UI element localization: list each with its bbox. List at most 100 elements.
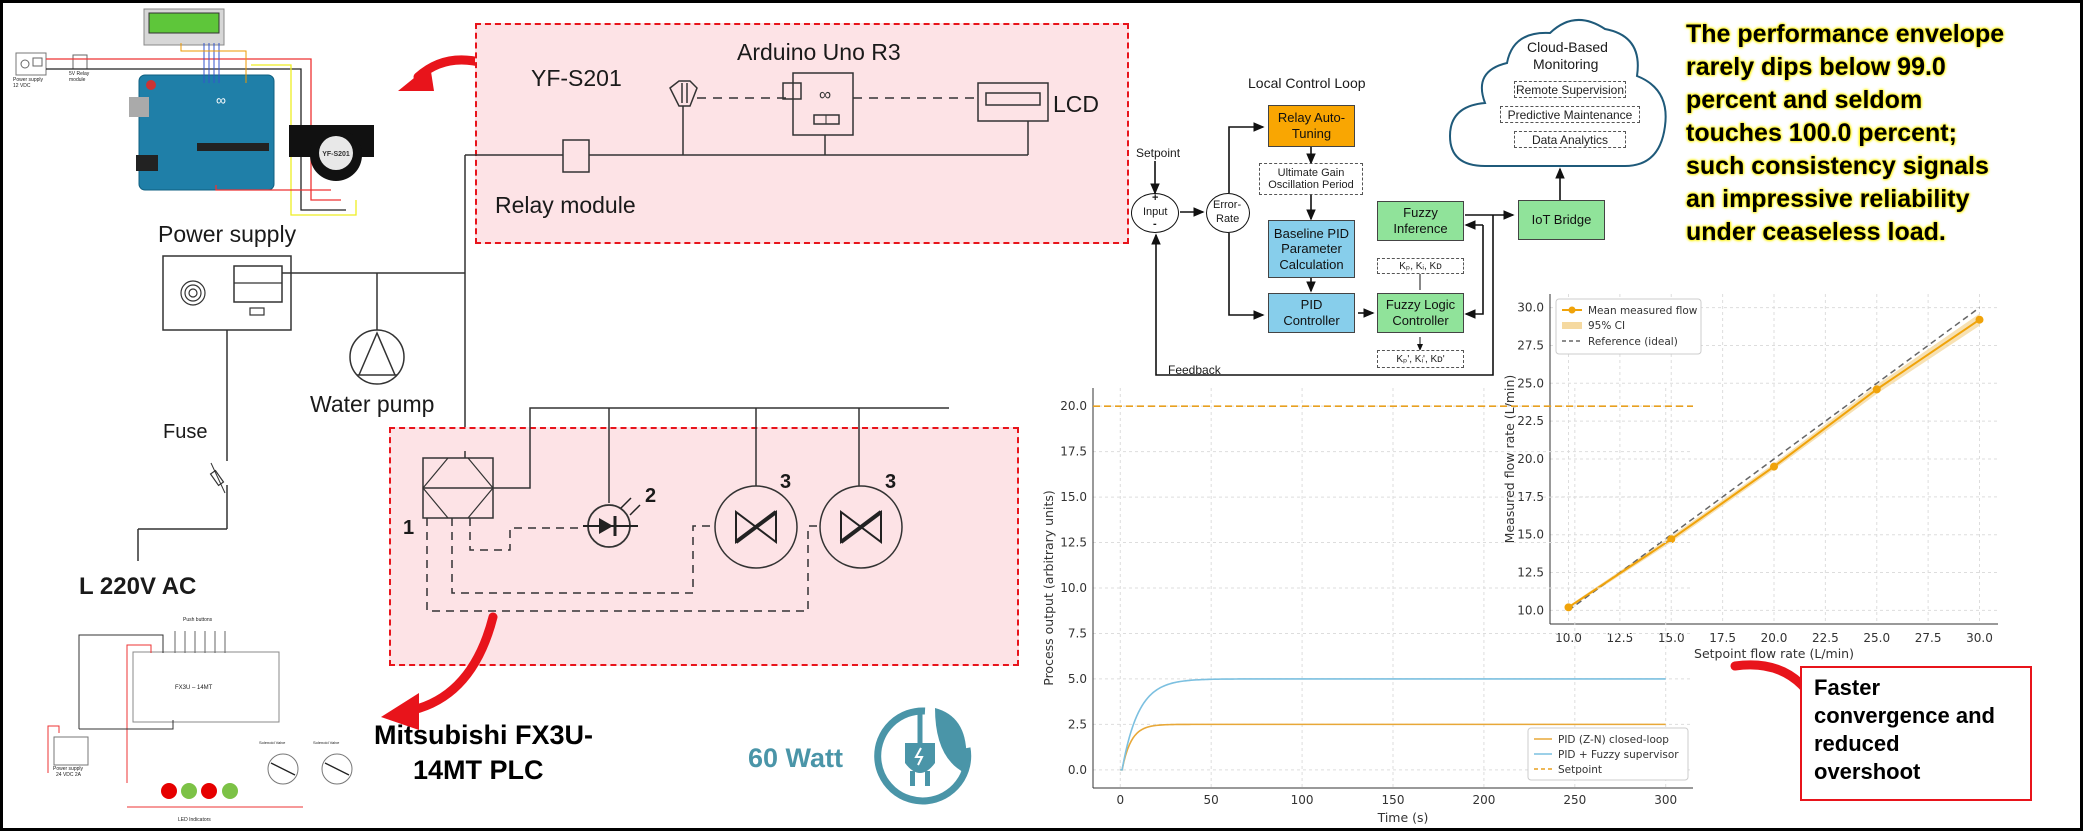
arduino-wiring-illustration: ∞ YF-S201 [15,8,374,216]
led-red-1 [161,783,177,799]
plc-wiring-illustration [47,631,353,808]
fuzzy-inference-line2: Inference [1393,221,1448,236]
legend-mean-marker [1568,306,1576,314]
convergence-line: convergence and [1814,703,1995,728]
solenoid-valve-label-2: Solenoid Valve [313,740,340,745]
plc-caption-line1: Mitsubishi FX3U- [374,720,594,750]
reliability-line: percent and seldom [1686,86,1923,114]
reference-line [1568,307,1980,611]
fuzzy-inference-line1: Fuzzy [1403,205,1438,221]
arduino-uno-symbol [792,72,854,136]
x-tick-label: 30.0 [1966,631,1993,645]
plc-schematic [422,407,949,612]
relay-tuning-line2: Tuning [1291,126,1332,141]
relay-module-symbol [562,139,590,173]
mean-point [1872,385,1881,394]
control-loop-title: Local Control Loop [1248,75,1366,91]
y-tick-label: 25.0 [1517,376,1544,390]
y-tick-label: 12.5 [1060,536,1087,550]
arduino-uno-label: Arduino Uno R3 [737,39,901,65]
y-tick-label: 27.5 [1517,338,1544,352]
power-schematic [137,248,466,561]
plc-model-label: FX3U – 14MT [175,685,213,691]
legend-label: PID + Fuzzy supervisor [1558,749,1679,761]
x-tick-label: 250 [1563,793,1586,807]
x-axis-label: Setpoint flow rate (L/min) [1694,646,1854,661]
y-tick-label: 30.0 [1517,301,1544,315]
cloud-item-remote-supervision: Remote Supervision [1514,81,1626,98]
legend-ci-swatch [1562,322,1582,329]
arduino-schematic-box [475,23,1129,244]
reliability-callout: The performance envelope rarely dips bel… [1686,18,2004,249]
gains-box: Kₚ, Kᵢ, Kᴅ [1377,258,1464,274]
arduino-schematic: ∞ [464,72,1049,248]
led-indicators-label: LED Indicators [178,817,211,823]
yf-s201-label: YF-S201 [531,65,622,91]
y-tick-label: 7.5 [1068,626,1087,640]
plc-power-supply-rating: 24 VDC 2A [56,772,82,778]
mean-point [1770,462,1778,471]
reliability-line: The performance envelope [1686,20,2005,48]
relay-module-label: Relay module [495,192,636,218]
legend-box [1527,727,1689,781]
convergence-callout: Faster convergence and reduced overshoot [1800,666,2032,801]
fuzzy-logic-line2: Controller [1392,313,1449,328]
eco-plug-icon [874,707,972,805]
pid-controller-line1: PID [1300,297,1323,313]
tuned-gains-box: Kₚ', Kᵢ', Kᴅ' [1377,350,1464,368]
y-tick-label: 15.0 [1060,490,1087,504]
legend-box [1555,298,1702,355]
legend-ci-label: 95% CI [1588,320,1625,332]
x-tick-label: 20.0 [1761,631,1788,645]
led-green-2 [222,783,238,799]
reliability-line: such consistency signals [1686,152,1989,180]
solenoid-valve-symbol-1 [714,485,798,569]
x-tick-label: 25.0 [1863,631,1890,645]
lcd-symbol [977,82,1049,122]
fuse-label: Fuse [163,421,208,443]
plc-caption-line2: 14MT PLC [413,755,544,785]
ultimate-gain-line2: Oscillation Period [1268,179,1354,191]
y-tick-label: 17.5 [1060,445,1087,459]
reliability-line: rarely dips below 99.0 [1686,53,1946,81]
relay-auto-tuning-block: Relay Auto-Tuning [1268,105,1355,147]
mean-point [1564,603,1573,612]
lcd-label: LCD [1053,91,1100,117]
wiring-arduino-board [138,74,275,191]
reliability-line: an impressive reliability [1686,185,1970,213]
pid-zn-line [1120,723,1666,771]
y-tick-label: 5.0 [1068,672,1087,686]
y-tick-label: 0.0 [1068,763,1087,777]
summing-minus: - [1153,218,1157,230]
x-tick-label: 27.5 [1915,631,1942,645]
reliability-line: touches 100.0 percent; [1686,119,1957,147]
feedback-label: Feedback [1168,363,1221,377]
x-tick-label: 50 [1204,793,1219,807]
solenoid-valve-label-1: Solenoid Valve [259,740,286,745]
y-tick-label: 2.5 [1068,717,1087,731]
power-supply-label: Power supply [158,221,297,247]
cloud-item-predictive-maintenance: Predictive Maintenance [1500,106,1640,123]
wiring-flow-sensor: YF-S201 [289,125,374,181]
x-axis-label: Time (s) [1377,810,1429,825]
x-tick-label: 22.5 [1812,631,1839,645]
cloud-title-line1: Cloud-Based [1527,39,1608,55]
control-loop-connections [1150,122,1565,376]
x-tick-label: 12.5 [1607,631,1634,645]
baseline-pid-line3: Calculation [1279,256,1344,272]
yf-s201-symbol [669,80,698,107]
mean-point [1667,535,1676,544]
convergence-line: reduced [1814,731,1900,756]
x-tick-label: 150 [1382,793,1405,807]
pid-fuzzy-line [1120,678,1666,771]
convergence-line: Faster [1814,675,1881,700]
legend-mean-label: Mean measured flow [1588,305,1698,317]
y-tick-label: 10.0 [1517,603,1544,617]
led-red-2 [201,783,217,799]
mean-point [1975,315,1984,324]
y-axis-label: Measured flow rate (L/min) [1502,375,1517,544]
